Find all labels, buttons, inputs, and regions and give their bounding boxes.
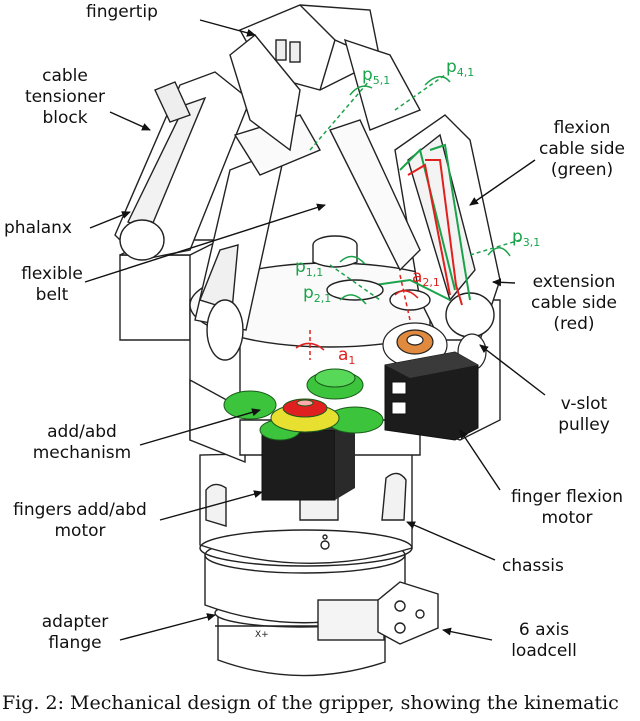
label-line: tensioner xyxy=(24,87,106,107)
figure-caption: Fig. 2: Mechanical design of the gripper… xyxy=(2,692,619,714)
cable-paths xyxy=(339,143,471,306)
axis-label-p51: p5,1 xyxy=(362,65,390,87)
label-finger-flexion-motor: finger flexion motor xyxy=(494,487,640,529)
label-v-slot-pulley: v-slot pulley xyxy=(544,394,624,436)
label-line: cable side xyxy=(539,139,625,159)
axis-label-p11: p1,1 xyxy=(295,257,323,279)
leader-arrows xyxy=(84,19,546,641)
label-line: flange xyxy=(48,633,102,653)
flexion-motor-part xyxy=(384,351,479,441)
axis-label-p31: p3,1 xyxy=(512,227,540,249)
right-finger xyxy=(329,114,501,341)
label-line: pulley xyxy=(558,415,610,435)
label-line: block xyxy=(42,108,88,128)
label-line: cable side xyxy=(531,293,617,313)
label-cable-tensioner-block: cable tensioner block xyxy=(20,66,110,129)
label-line: flexible xyxy=(21,264,83,284)
label-line: motor xyxy=(541,508,593,528)
axis-a1 xyxy=(295,330,325,360)
label-fingertip: fingertip xyxy=(86,2,158,22)
axis-label-p41: p4,1 xyxy=(446,57,474,79)
label-adapter-flange: adapter flange xyxy=(30,612,120,654)
axis-p11-p21 xyxy=(329,255,381,305)
svg-text:X+: X+ xyxy=(255,630,269,640)
label-phalanx: phalanx xyxy=(4,218,72,238)
label-line: 6 axis xyxy=(518,620,570,640)
axis-p31 xyxy=(469,239,521,257)
axis-label-p21: p2,1 xyxy=(303,283,331,305)
label-line: extension xyxy=(532,272,616,292)
label-line: (green) xyxy=(550,160,614,180)
label-line: belt xyxy=(35,285,69,305)
label-fingers-add-abd-motor: fingers add/abd motor xyxy=(0,500,160,542)
label-flexion-cable-side: flexion cable side (green) xyxy=(530,118,634,181)
axis-a21 xyxy=(394,274,419,321)
fingertip-part xyxy=(229,4,421,152)
label-line: v-slot xyxy=(560,394,608,414)
label-line: motor xyxy=(54,521,106,541)
axis-p51 xyxy=(309,79,373,151)
label-flexible-belt: flexible belt xyxy=(14,264,90,306)
label-line: adapter xyxy=(41,612,109,632)
axis-label-a21: a2,1 xyxy=(412,267,440,289)
label-line: finger flexion xyxy=(511,487,623,507)
label-line: add/abd xyxy=(47,422,117,442)
loadcell-part xyxy=(377,581,439,645)
label-extension-cable-side: extension cable side (red) xyxy=(512,272,636,335)
belt-pulleys xyxy=(312,235,431,311)
label-line: fingers add/abd xyxy=(13,500,147,520)
mid-left-finger xyxy=(194,114,322,361)
label-add-abd-mechanism: add/abd mechanism xyxy=(22,422,142,464)
label-chassis: chassis xyxy=(502,556,564,576)
label-line: loadcell xyxy=(511,641,577,661)
label-line: flexion xyxy=(553,118,611,138)
axis-p41 xyxy=(394,74,451,111)
label-six-axis-loadcell: 6 axis loadcell xyxy=(498,620,590,662)
axis-label-a1: a1 xyxy=(338,345,355,367)
label-line: mechanism xyxy=(32,443,132,463)
label-line: cable xyxy=(42,66,88,86)
add-abd-gears xyxy=(223,368,384,441)
label-line: (red) xyxy=(553,314,595,334)
left-finger xyxy=(114,71,251,261)
